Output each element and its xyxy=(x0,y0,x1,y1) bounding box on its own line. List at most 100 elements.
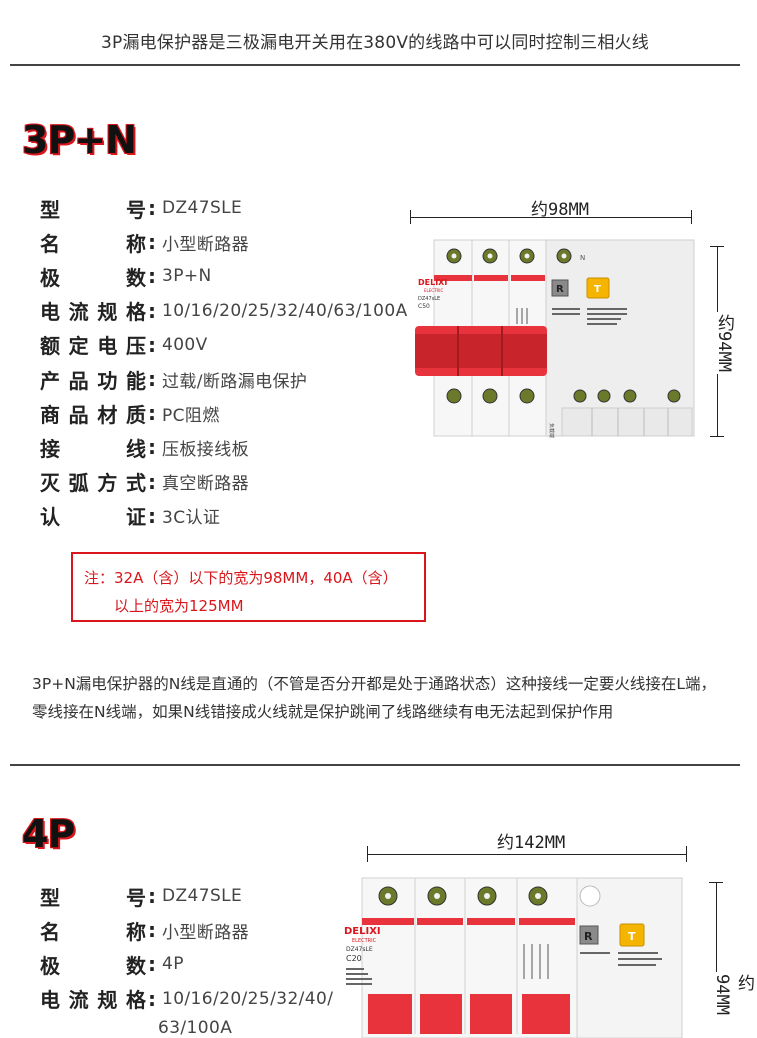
spec-value: 4P xyxy=(162,954,184,975)
spec-row: 额定电压:400V xyxy=(40,328,208,362)
spec-label: 名称 xyxy=(40,228,146,257)
spec-label-char: 材 xyxy=(97,402,118,427)
divider-middle xyxy=(10,764,740,766)
spec-label-char: 号 xyxy=(126,197,146,222)
spec-label-char: 规 xyxy=(97,300,118,325)
height-label-3pn: 约94MM xyxy=(712,312,737,374)
spec-row: 商品材质:PC阻燃 xyxy=(40,396,220,430)
spec-label-char: 电 xyxy=(40,988,60,1013)
note-line-2: 以上的宽为125MM xyxy=(114,597,244,615)
spec-label: 极数 xyxy=(40,262,146,291)
spec-row: 认证:3C认证 xyxy=(40,499,220,533)
breaker-3pn-image: N DELIXI ELECTRIC DZ47sLE C50 R T 负载端 xyxy=(415,239,695,438)
spec-value: 3P+N xyxy=(162,266,212,287)
spec-value: 真空断路器 xyxy=(162,474,249,495)
spec-colon: : xyxy=(148,435,156,460)
spec-label-char: 定 xyxy=(68,334,89,359)
spec-value-overflow: 63/100A xyxy=(158,1018,233,1038)
spec-label-char: 型 xyxy=(40,197,60,222)
spec-label-char: 极 xyxy=(40,953,60,978)
spec-label-char: 称 xyxy=(126,231,146,256)
spec-row: 灭弧方式:真空断路器 xyxy=(40,465,249,499)
model-mark: DZ47sLE xyxy=(418,296,440,302)
spec-label-char: 名 xyxy=(40,231,60,256)
note-line-1: 注：32A（含）以下的宽为98MM，40A（含） xyxy=(84,569,398,587)
spec-value: 400V xyxy=(162,334,208,355)
spec-colon: : xyxy=(148,298,156,323)
height-tick-bottom xyxy=(710,436,724,437)
spec-label-char: 规 xyxy=(97,988,118,1013)
spec-row: 电流规格:10/16/20/25/32/40/ xyxy=(40,982,333,1016)
spec-label-char: 证 xyxy=(126,505,146,530)
brand-sub-4p: ELECTRIC xyxy=(352,938,377,944)
spec-label-char: 流 xyxy=(68,300,89,325)
spec-label: 额定电压 xyxy=(40,330,146,359)
spec-label-char: 灭 xyxy=(40,471,60,496)
spec-row: 极数:4P xyxy=(40,947,184,981)
spec-row: 接线:压板接线板 xyxy=(40,430,249,464)
height-label-4p: 约94MM xyxy=(712,972,757,1029)
description-paragraph: 3P+N漏电保护器的N线是直通的（不管是否分开都是处于通路状态）这种接线一定要火… xyxy=(32,675,717,721)
spec-label: 名称 xyxy=(40,916,146,945)
spec-label-char: 数 xyxy=(126,953,146,978)
spec-label-char: 额 xyxy=(40,334,60,359)
spec-colon: : xyxy=(148,884,156,908)
spec-label-char: 号 xyxy=(126,885,146,910)
spec-colon: : xyxy=(148,986,156,1011)
top-caption: 3P漏电保护器是三极漏电开关用在380V的线路中可以同时控制三相火线 xyxy=(101,33,649,53)
brand-logo-4p: DELIXI xyxy=(344,926,381,937)
brand-logo: DELIXI xyxy=(418,278,447,287)
spec-label-char: 商 xyxy=(40,402,60,427)
spec-label: 灭弧方式 xyxy=(40,467,146,496)
spec-label-char: 电 xyxy=(97,334,118,359)
width-label-3pn: 约98MM xyxy=(531,200,589,220)
model-mark-4p: DZ47sLE xyxy=(346,946,373,953)
spec-label: 型号 xyxy=(40,194,146,223)
spec-label-char: 式 xyxy=(125,471,146,496)
width-tick-left-4p xyxy=(367,846,368,862)
spec-colon: : xyxy=(148,367,156,391)
spec-label-char: 格 xyxy=(125,988,146,1013)
spec-label-char: 线 xyxy=(126,436,146,461)
note-box: 注：32A（含）以下的宽为98MM，40A（含） 以上的宽为125MM xyxy=(71,552,426,622)
spec-label: 型号 xyxy=(40,882,146,911)
spec-label-char: 功 xyxy=(97,368,118,393)
spec-label-char: 名 xyxy=(40,919,60,944)
spec-value: DZ47SLE xyxy=(162,198,243,218)
width-tick-right xyxy=(691,210,692,224)
spec-colon: : xyxy=(148,264,156,289)
spec-label: 极数 xyxy=(40,950,146,979)
width-dimension-line-4p xyxy=(367,854,687,855)
spec-value: 3C认证 xyxy=(162,508,221,529)
width-label-4p: 约142MM xyxy=(497,833,566,853)
width-tick-right-4p xyxy=(686,846,687,862)
spec-label-char: 电 xyxy=(40,300,60,325)
spec-label-char: 称 xyxy=(126,919,146,944)
spec-label-char: 接 xyxy=(40,436,60,461)
spec-row: 电流规格:10/16/20/25/32/40/63/100A xyxy=(40,294,408,328)
spec-label-char: 格 xyxy=(125,300,146,325)
divider-top xyxy=(10,64,740,66)
spec-label: 商品材质 xyxy=(40,399,146,428)
btn-r-label-4p: R xyxy=(584,930,593,943)
section-title-3pn: 3P+N xyxy=(22,118,137,162)
width-tick-left xyxy=(410,210,411,224)
section-title-4p: 4P xyxy=(22,812,75,856)
spec-label-char: 压 xyxy=(125,334,146,359)
spec-value: DZ47SLE xyxy=(162,886,243,906)
spec-value: 小型断路器 xyxy=(162,234,249,255)
load-mark: 负载端 xyxy=(548,423,555,438)
spec-label: 产品功能 xyxy=(40,365,146,394)
rating-mark: C50 xyxy=(418,303,430,310)
spec-colon: : xyxy=(148,196,156,220)
spec-value: 压板接线板 xyxy=(162,439,249,460)
btn-r-label: R xyxy=(556,284,564,295)
width-dimension-line xyxy=(410,217,692,218)
spec-colon: : xyxy=(148,952,156,977)
spec-label-char: 极 xyxy=(40,265,60,290)
n-mark: N xyxy=(580,254,585,262)
spec-row: 产品功能:过载/断路漏电保护 xyxy=(40,362,307,396)
spec-label-char: 能 xyxy=(125,368,146,393)
spec-label: 接线 xyxy=(40,433,146,462)
height-tick-top xyxy=(710,246,724,247)
